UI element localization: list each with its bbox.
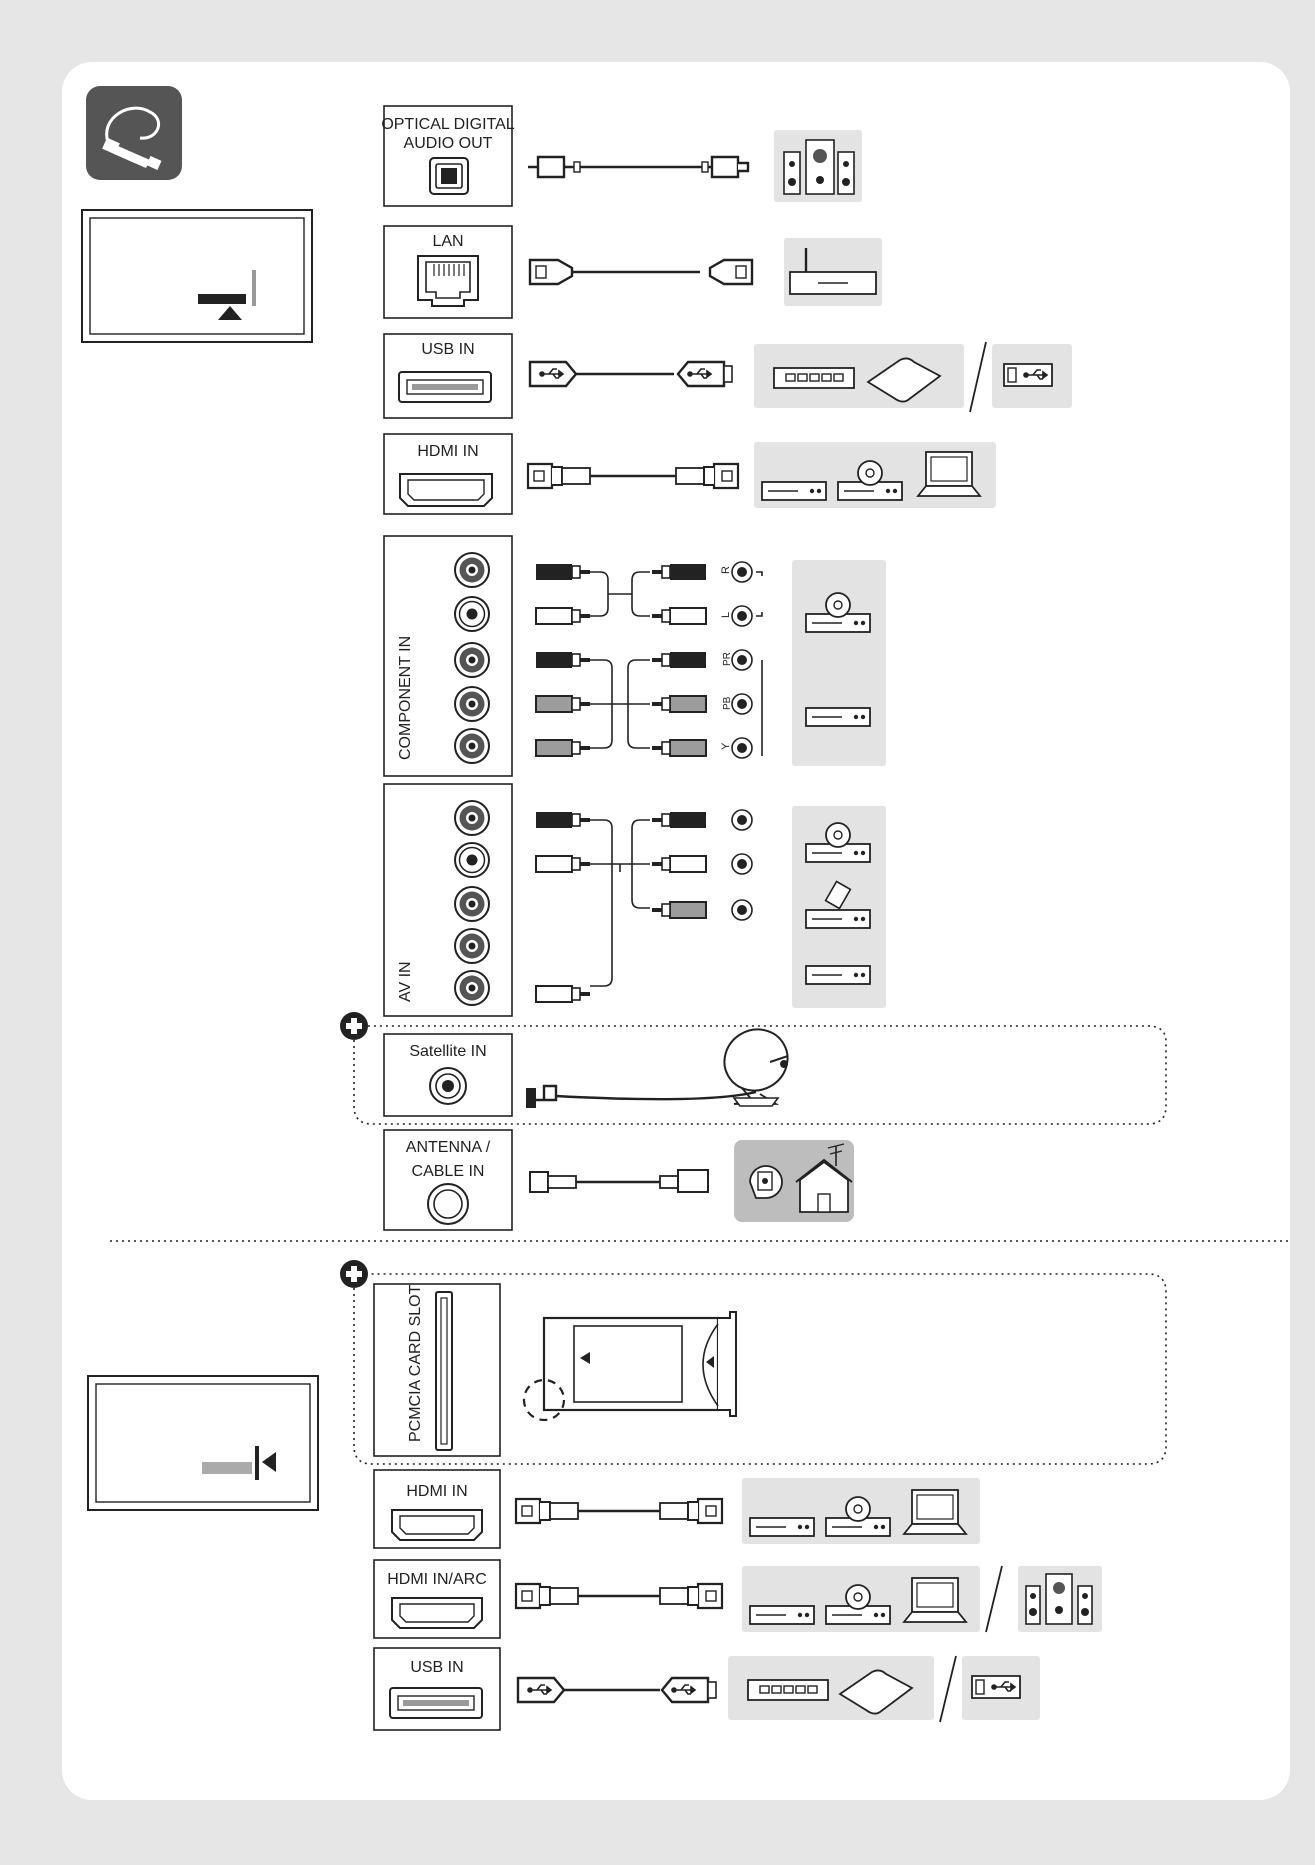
rca-label-pb: PB <box>722 696 733 710</box>
antenna-wall-house-device <box>734 1140 854 1222</box>
antenna-cable <box>530 1170 708 1192</box>
component-port-box: COMPONENT IN <box>384 536 512 776</box>
av-port-box: AV IN <box>384 784 512 1016</box>
plus-icon <box>340 1012 368 1040</box>
lan-port-label: LAN <box>432 233 463 250</box>
usb-cable-top <box>530 362 732 386</box>
hdmi-cable-top <box>528 464 738 488</box>
rca-label-r: R <box>720 566 732 574</box>
cable-plug-icon <box>86 86 182 180</box>
hdmi-port-label-top: HDMI IN <box>417 443 478 460</box>
tv-rear-view-top <box>82 210 312 342</box>
hdmi-port-box-top: HDMI IN <box>384 434 512 514</box>
optical-port-box: OPTICAL DIGITAL AUDIO OUT <box>381 106 514 206</box>
hdmi-cable-bottom <box>516 1499 722 1523</box>
usb-storage-devices-top <box>754 342 1072 412</box>
tv-rear-view-bottom <box>88 1376 318 1510</box>
usb-storage-devices-bottom <box>728 1656 1040 1722</box>
component-source-devices <box>792 560 886 766</box>
usb-port-box-top: USB IN <box>384 334 512 418</box>
pcmcia-slot-label: PCMCIA CARD SLOT <box>407 1284 424 1442</box>
usb-port-box-bottom: USB IN <box>374 1648 500 1730</box>
usb-cable-bottom <box>518 1678 716 1702</box>
optical-port-label-2: AUDIO OUT <box>404 135 493 152</box>
hdmi-arc-devices <box>742 1566 1102 1632</box>
hdmi-arc-port-label: HDMI IN/ARC <box>387 1571 487 1588</box>
av-source-devices <box>792 806 886 1008</box>
usb-port-label-top: USB IN <box>421 341 474 358</box>
hdmi-source-devices-bottom <box>742 1478 980 1544</box>
av-cable <box>536 810 752 1002</box>
hdmi-arc-cable <box>516 1584 722 1608</box>
optical-cable <box>528 157 748 177</box>
antenna-port-label-2: CABLE IN <box>412 1163 485 1180</box>
antenna-port-label: ANTENNA / <box>406 1139 491 1156</box>
hdmi-source-devices-top <box>754 442 996 508</box>
satellite-port-box: Satellite IN <box>384 1034 512 1116</box>
rca-label-y: Y <box>720 742 732 750</box>
satellite-port-label: Satellite IN <box>409 1043 486 1060</box>
hdmi-arc-port-box: HDMI IN/ARC <box>374 1560 500 1638</box>
component-cable: R L PR PB Y <box>536 562 762 758</box>
speaker-system-device <box>774 130 862 202</box>
av-port-label: AV IN <box>397 961 414 1002</box>
satellite-cable <box>526 1086 756 1108</box>
lan-cable <box>530 260 752 284</box>
hdmi-port-label-bottom: HDMI IN <box>406 1483 467 1500</box>
lan-port-box: LAN <box>384 226 512 318</box>
antenna-port-box: ANTENNA / CABLE IN <box>384 1130 512 1230</box>
plus-icon-2 <box>340 1260 368 1288</box>
component-port-label: COMPONENT IN <box>397 636 414 760</box>
hdmi-port-box-bottom: HDMI IN <box>374 1470 500 1548</box>
usb-port-label-bottom: USB IN <box>410 1659 463 1676</box>
ci-module-card <box>524 1312 736 1420</box>
router-device <box>784 238 882 306</box>
rca-label-pr: PR <box>722 652 733 666</box>
rca-label-l: L <box>720 612 732 618</box>
pcmcia-slot-box: PCMCIA CARD SLOT <box>374 1284 500 1456</box>
optical-port-label: OPTICAL DIGITAL <box>381 116 514 133</box>
